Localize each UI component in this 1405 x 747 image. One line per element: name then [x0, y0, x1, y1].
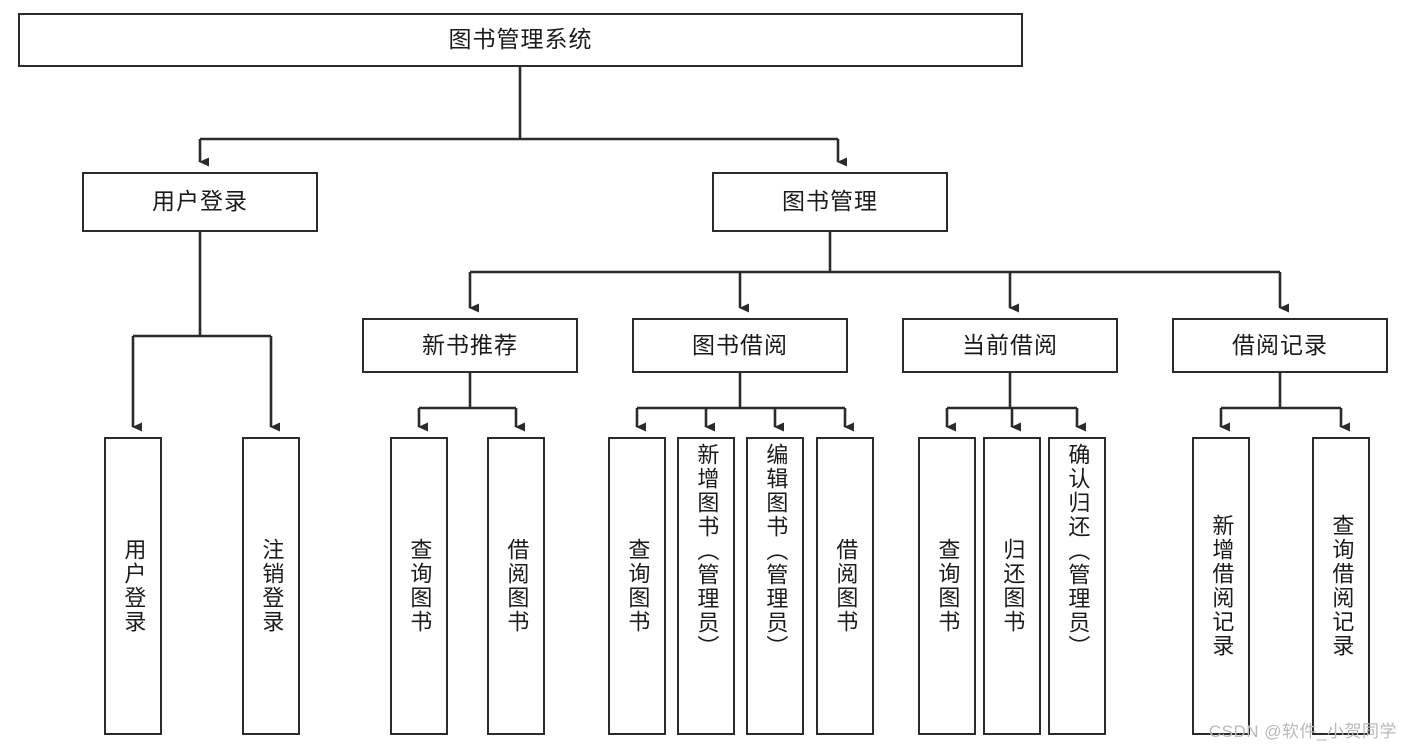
node-leaf-confirm-return-label: 确认归还（管理员） — [1065, 443, 1091, 659]
node-leaf-query-book-3[interactable]: 查询图书 — [918, 437, 976, 735]
node-new-book-recommend[interactable]: 新书推荐 — [362, 318, 578, 373]
node-leaf-confirm-return[interactable]: 确认归还（管理员） — [1048, 437, 1106, 735]
node-leaf-borrow-book-1[interactable]: 借阅图书 — [487, 437, 545, 735]
node-book-borrow-label: 图书借阅 — [692, 331, 788, 358]
csdn-watermark: CSDN @软件_小贺同学 — [1208, 722, 1397, 741]
node-leaf-query-record[interactable]: 查询借阅记录 — [1312, 437, 1370, 735]
node-leaf-borrow-book-2[interactable]: 借阅图书 — [816, 437, 874, 735]
node-leaf-return-book[interactable]: 归还图书 — [983, 437, 1041, 735]
node-leaf-user-login-label: 用户登录 — [121, 538, 147, 634]
node-leaf-query-record-label: 查询借阅记录 — [1329, 514, 1355, 658]
node-book-management[interactable]: 图书管理 — [712, 172, 948, 232]
node-borrow-record[interactable]: 借阅记录 — [1172, 318, 1388, 373]
node-leaf-edit-book-label: 编辑图书（管理员） — [763, 443, 789, 659]
node-leaf-query-book-2[interactable]: 查询图书 — [608, 437, 666, 735]
node-leaf-add-book-label: 新增图书（管理员） — [694, 443, 720, 659]
node-new-book-recommend-label: 新书推荐 — [422, 331, 518, 358]
node-leaf-user-logout[interactable]: 注销登录 — [242, 437, 300, 735]
node-leaf-edit-book[interactable]: 编辑图书（管理员） — [746, 437, 804, 735]
node-leaf-add-record[interactable]: 新增借阅记录 — [1192, 437, 1250, 735]
node-leaf-borrow-book-2-label: 借阅图书 — [833, 538, 859, 634]
node-user-login-label: 用户登录 — [152, 188, 248, 215]
node-leaf-user-login[interactable]: 用户登录 — [104, 437, 162, 735]
node-root-label: 图书管理系统 — [448, 26, 593, 53]
node-current-borrow[interactable]: 当前借阅 — [902, 318, 1118, 373]
node-leaf-query-book-1-label: 查询图书 — [407, 538, 433, 634]
node-leaf-return-book-label: 归还图书 — [1000, 538, 1026, 634]
node-root[interactable]: 图书管理系统 — [18, 13, 1023, 67]
node-leaf-user-logout-label: 注销登录 — [259, 538, 285, 634]
node-leaf-query-book-3-label: 查询图书 — [935, 538, 961, 634]
node-leaf-query-book-2-label: 查询图书 — [625, 538, 651, 634]
node-leaf-add-record-label: 新增借阅记录 — [1209, 514, 1235, 658]
node-borrow-record-label: 借阅记录 — [1232, 331, 1328, 358]
node-current-borrow-label: 当前借阅 — [962, 331, 1058, 358]
node-leaf-query-book-1[interactable]: 查询图书 — [390, 437, 448, 735]
node-leaf-borrow-book-1-label: 借阅图书 — [504, 538, 530, 634]
node-leaf-add-book[interactable]: 新增图书（管理员） — [677, 437, 735, 735]
node-user-login[interactable]: 用户登录 — [82, 172, 318, 232]
node-book-management-label: 图书管理 — [782, 188, 878, 215]
node-book-borrow[interactable]: 图书借阅 — [632, 318, 848, 373]
